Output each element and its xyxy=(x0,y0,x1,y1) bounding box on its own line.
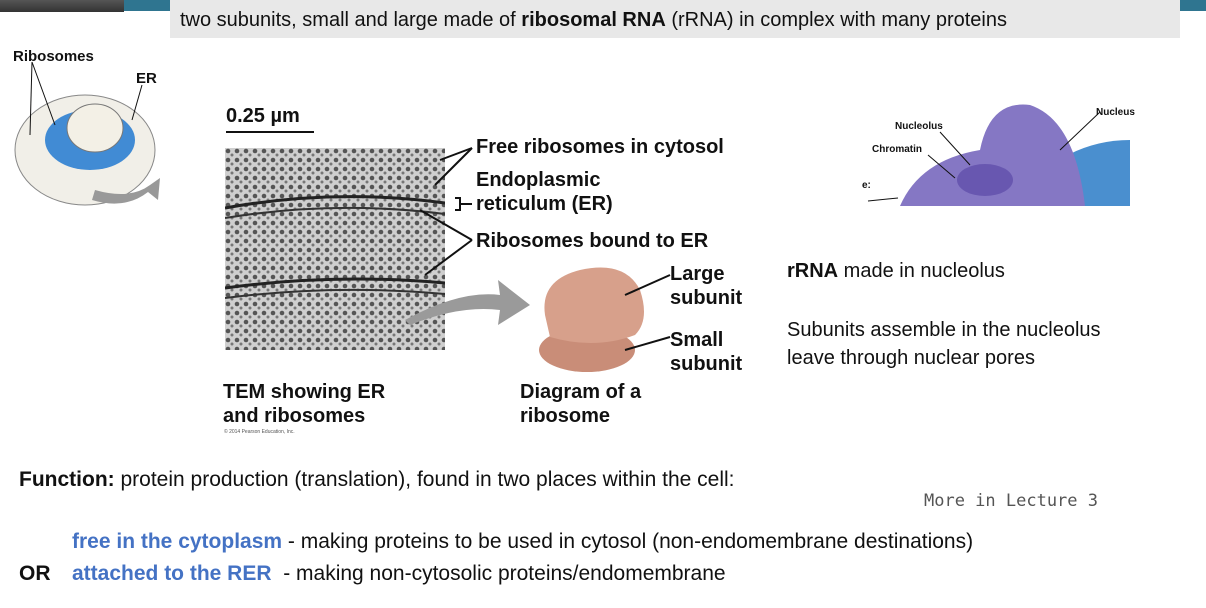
nucleolus-label: Nucleolus xyxy=(895,121,943,132)
scale-label: 0.25 µm xyxy=(226,105,300,127)
ribosome-caption-1: Diagram of a xyxy=(520,381,642,403)
ribosome-caption-2: ribosome xyxy=(520,405,611,427)
or-label: OR xyxy=(19,562,51,585)
cell-illustration xyxy=(14,61,160,206)
ribosome-diagram xyxy=(539,267,671,372)
rrna-text: made in nucleolus xyxy=(838,260,1005,282)
bound-ribosomes-label: Ribosomes bound to ER xyxy=(476,230,709,252)
free-ribosomes-label: Free ribosomes in cytosol xyxy=(476,136,724,158)
er-label-1: Endoplasmic xyxy=(476,169,601,191)
tem-pointer-lines xyxy=(405,147,530,325)
rer-desc: - making non-cytosolic proteins/endomemb… xyxy=(271,562,726,585)
header-text-end: (rRNA) in complex with many proteins xyxy=(665,9,1007,31)
free-desc: - making proteins to be used in cytosol … xyxy=(282,530,974,553)
free-line: free in the cytoplasm - making proteins … xyxy=(72,530,973,554)
function-text: protein production (translation), found … xyxy=(114,468,735,491)
assemble-note-2: leave through nuclear pores xyxy=(787,347,1035,369)
header-bold: ribosomal RNA xyxy=(521,9,666,31)
function-line: Function: protein production (translatio… xyxy=(19,468,734,492)
free-place: free in the cytoplasm xyxy=(72,530,283,553)
nucleus-illustration xyxy=(867,104,1130,206)
cut-off-label: e: xyxy=(862,180,871,191)
function-label: Function: xyxy=(19,468,115,491)
top-dark-bar xyxy=(0,0,124,12)
large-subunit-label-1: Large xyxy=(670,263,725,285)
ribosomes-label: Ribosomes xyxy=(13,48,94,65)
chromatin-label: Chromatin xyxy=(872,144,922,155)
lecture-handnote: More in Lecture 3 xyxy=(924,491,1098,511)
nucleus-label: Nucleus xyxy=(1096,107,1135,118)
copyright: © 2014 Pearson Education, Inc. xyxy=(224,429,295,435)
tem-caption-1: TEM showing ER xyxy=(223,381,386,403)
slide-header: two subunits, small and large made of ri… xyxy=(170,0,1180,38)
er-label: ER xyxy=(136,70,157,87)
assemble-note-1: Subunits assemble in the nucleolus xyxy=(787,319,1101,341)
large-subunit-label-2: subunit xyxy=(670,287,743,309)
header-text: two subunits, small and large made of xyxy=(180,9,522,31)
tem-caption-2: and ribosomes xyxy=(223,405,366,427)
rer-line: attached to the RER - making non-cytosol… xyxy=(72,562,726,586)
small-subunit-label-1: Small xyxy=(670,329,724,351)
er-label-2: reticulum (ER) xyxy=(476,193,613,215)
small-subunit-label-2: subunit xyxy=(670,353,743,375)
rer-place: attached to the RER xyxy=(72,562,272,585)
scale-bar xyxy=(226,131,314,133)
rrna-bold: rRNA xyxy=(787,260,839,282)
tem-image xyxy=(225,148,445,350)
rrna-note: rRNA made in nucleolus xyxy=(787,259,1005,283)
